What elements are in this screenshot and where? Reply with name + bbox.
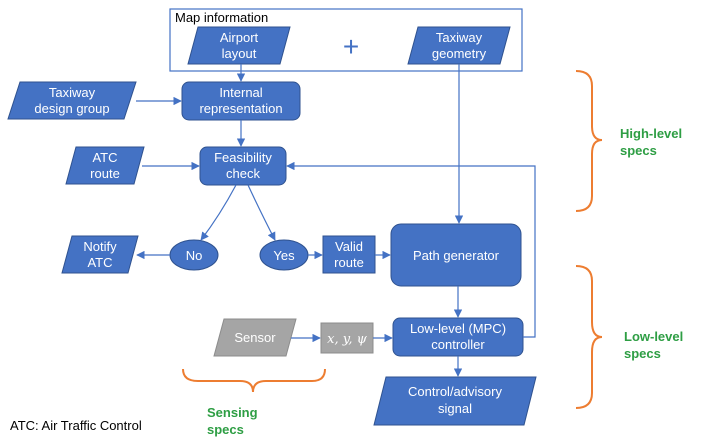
arrow-feasibility-to-no [200,184,237,241]
sensing-specs-line2: specs [207,422,244,437]
low-level-controller-line2: controller [431,337,485,352]
control-signal-node: Control/advisory signal [373,376,537,426]
high-level-specs-line1: High-level [620,126,682,141]
braces [182,70,603,409]
path-generator-label: Path generator [413,248,500,263]
taxiway-geometry-line1: Taxiway [436,30,483,45]
state-label: x, y, ψ [327,332,367,347]
airport-layout-line1: Airport [220,30,259,45]
internal-representation-line1: Internal [219,85,262,100]
no-label: No [186,248,203,263]
taxiway-design-group-node: Taxiway design group [7,81,137,120]
atc-route-line1: ATC [92,150,117,165]
low-level-brace [575,265,603,409]
control-signal-line2: signal [438,401,472,416]
low-level-specs-line2: specs [624,346,661,361]
arrows [136,64,536,377]
spec-labels: High-level specs Low-level specs Sensing… [207,126,683,437]
no-node: No [169,239,219,271]
atc-route-line2: route [90,166,120,181]
footnote: ATC: Air Traffic Control [10,418,142,433]
yes-label: Yes [273,248,295,263]
sensor-node: Sensor [213,318,297,357]
arrow-feasibility-to-yes [247,184,276,241]
sensor-label: Sensor [234,330,276,345]
taxiway-design-group-line1: Taxiway [49,85,96,100]
low-level-controller-node: Low-level (MPC) controller [392,317,524,357]
airport-layout-node: Airport layout [187,26,291,65]
taxiway-geometry-line2: geometry [432,46,487,61]
map-information-title: Map information [175,10,268,25]
airport-layout-line2: layout [222,46,257,61]
internal-representation-line2: representation [199,101,282,116]
path-generator-node: Path generator [390,223,522,287]
arrow-controller-feedback-to-feasibility [286,161,536,338]
yes-node: Yes [259,239,309,271]
low-level-specs-line1: Low-level [624,329,683,344]
taxiway-design-group-line2: design group [34,101,109,116]
feasibility-check-line2: check [226,166,260,181]
valid-route-node: Valid route [322,235,376,274]
internal-representation-node: Internal representation [181,81,301,121]
atc-route-node: ATC route [65,146,145,185]
low-level-controller-line1: Low-level (MPC) [410,321,506,336]
sensing-brace [182,368,326,393]
plus-sign: + [343,31,359,62]
sensing-specs-line1: Sensing [207,405,258,420]
notify-atc-line1: Notify [83,239,117,254]
notify-atc-line2: ATC [87,255,112,270]
high-level-specs-line2: specs [620,143,657,158]
valid-route-line1: Valid [335,239,363,254]
high-level-brace [575,70,603,212]
feasibility-check-node: Feasibility check [199,146,287,186]
state-node: x, y, ψ [320,322,374,354]
feasibility-check-line1: Feasibility [214,150,272,165]
valid-route-line2: route [334,255,364,270]
taxiway-geometry-node: Taxiway geometry [407,26,511,65]
control-signal-line1: Control/advisory [408,384,502,399]
map-information-group: Map information + [169,8,523,72]
notify-atc-node: Notify ATC [61,235,139,274]
